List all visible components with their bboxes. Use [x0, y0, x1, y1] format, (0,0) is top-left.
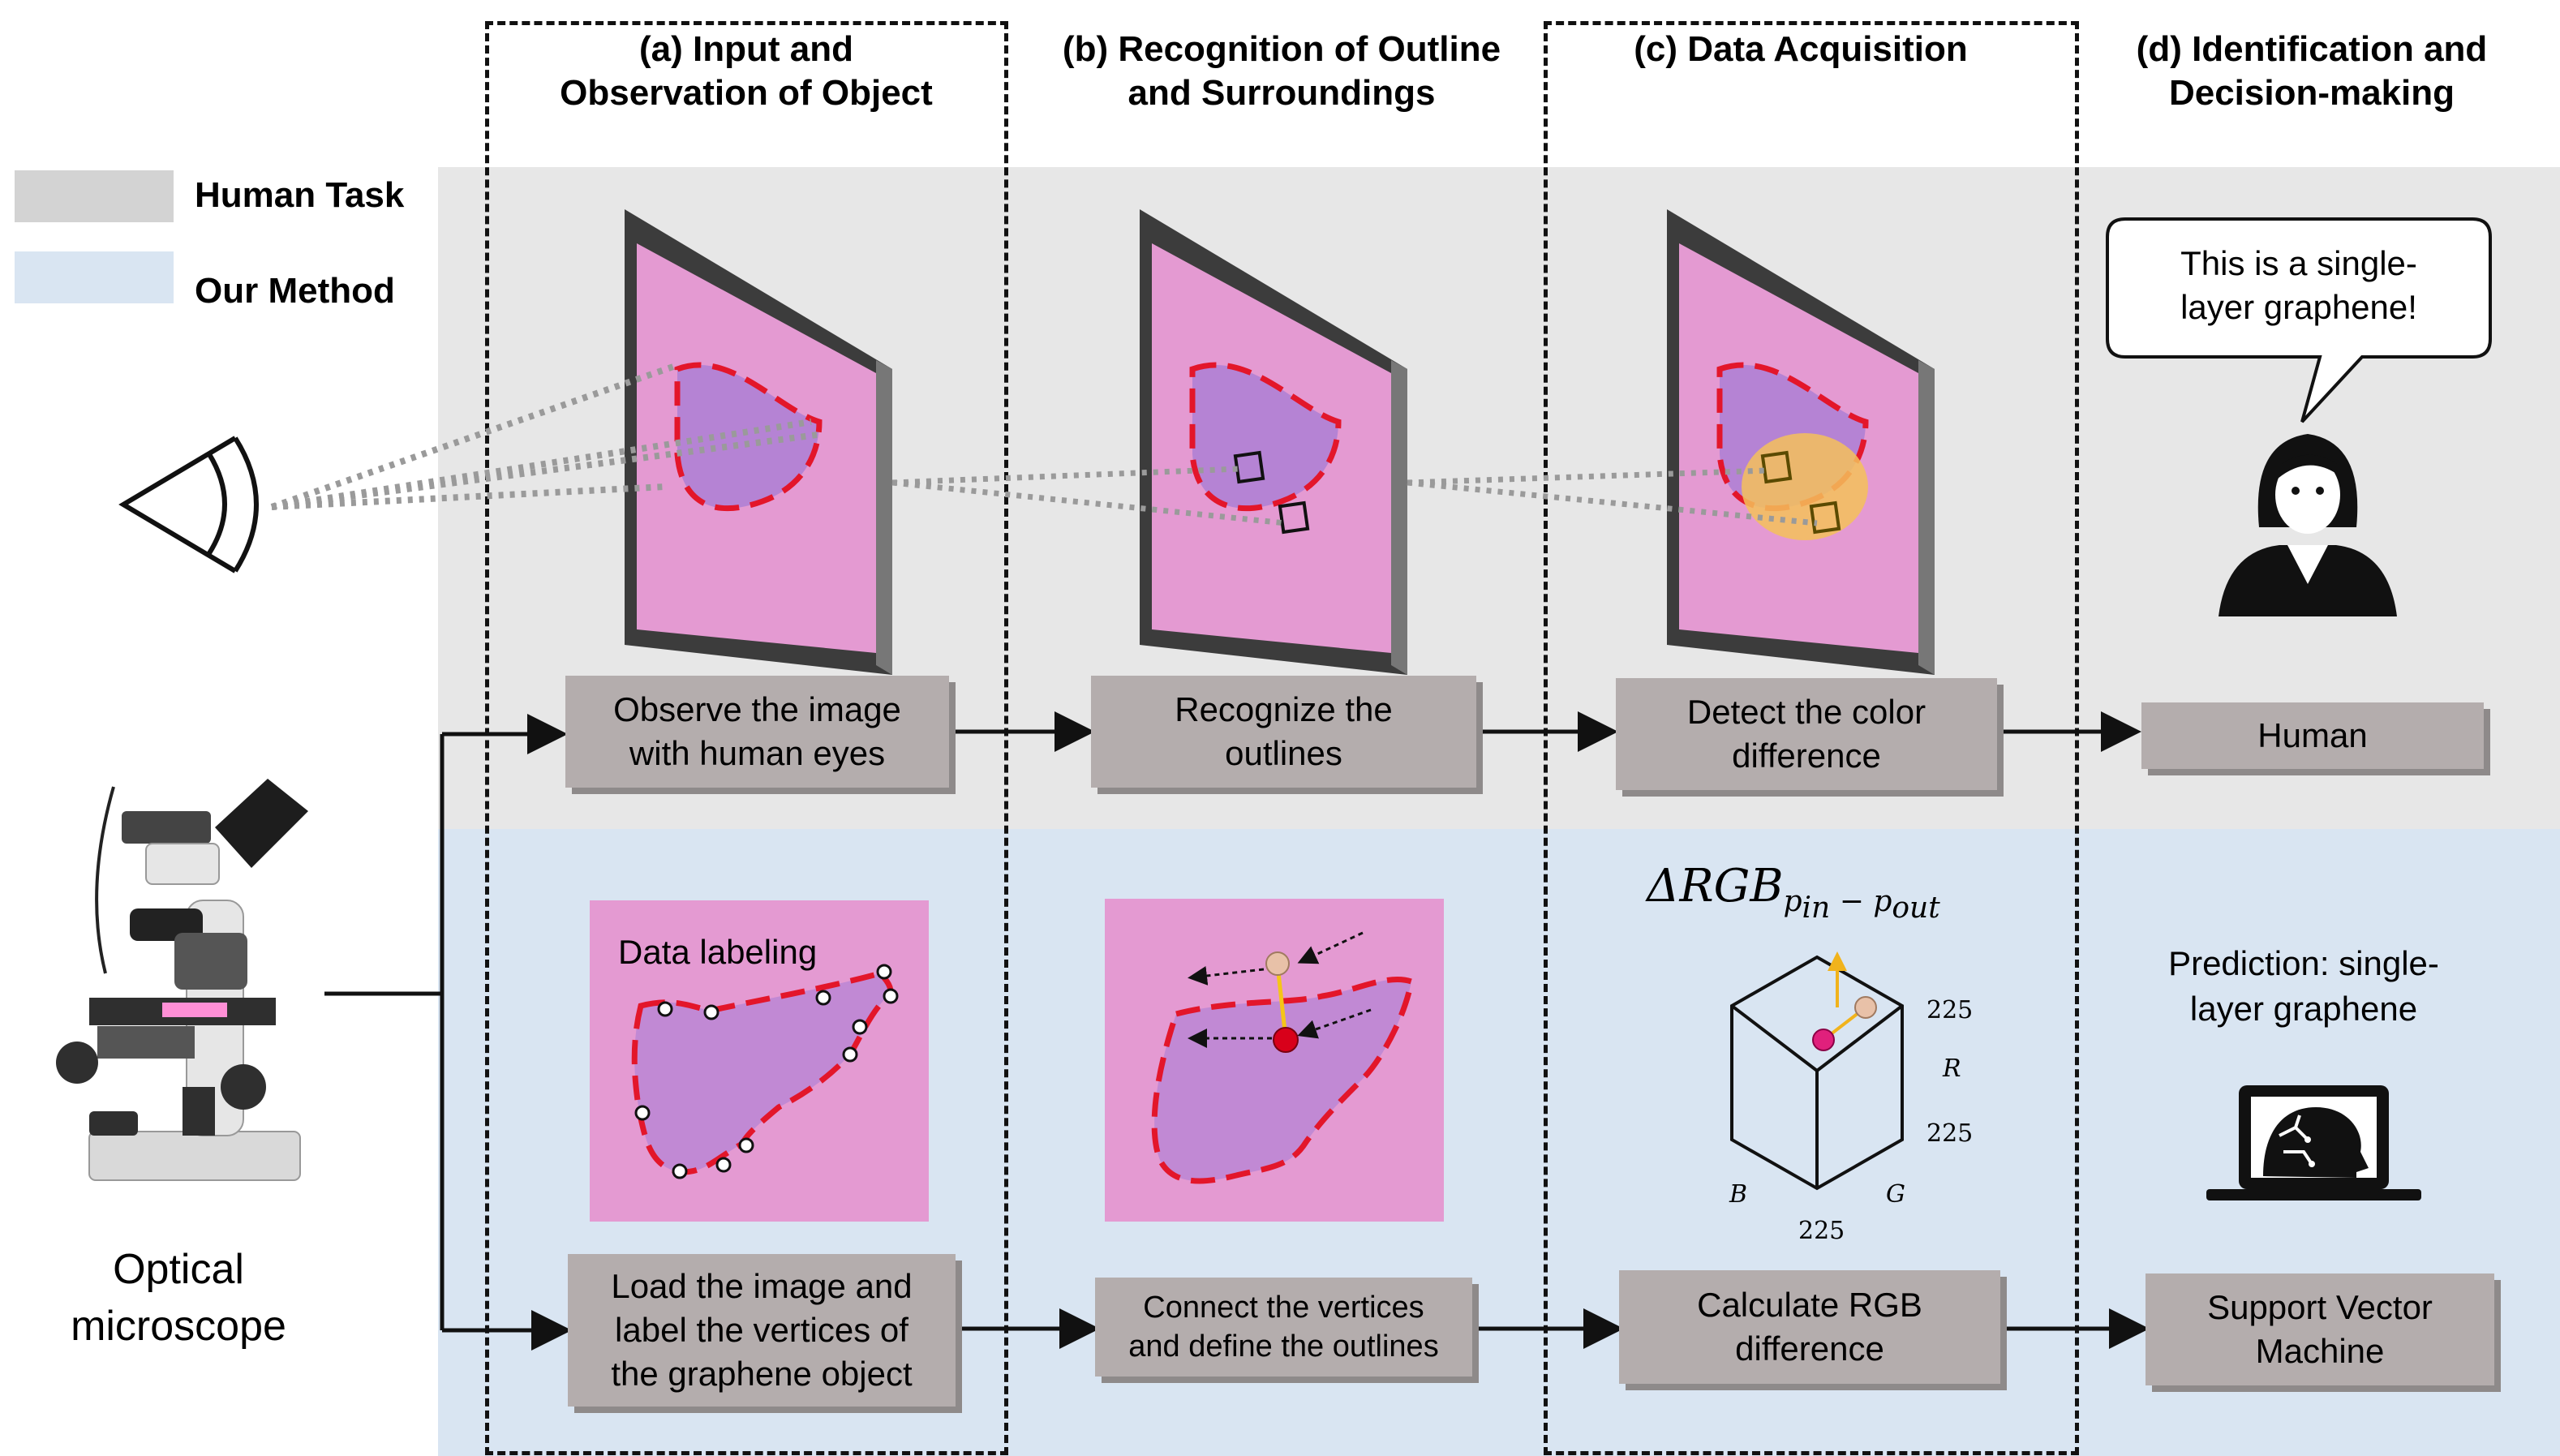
cube-label-g-top: 225 — [1926, 1119, 1974, 1148]
microscope-caption: Optical microscope — [24, 1241, 333, 1355]
cube-label-r-top: 225 — [1926, 996, 1974, 1024]
calculate-rgb-box: Calculate RGB difference — [1619, 1270, 2000, 1384]
legend-label-method: Our Method — [195, 271, 395, 311]
speech-bubble-text: This is a single- layer graphene! — [2107, 242, 2490, 329]
column-title-c: (c) Data Acquisition — [1541, 28, 2060, 71]
column-title-b-line1: (b) Recognition of Outline — [1062, 29, 1501, 69]
microscope-caption-line2: microscope — [71, 1303, 286, 1350]
screen-c — [1667, 209, 1935, 675]
delta-sub-out: out — [1892, 891, 1940, 926]
column-title-a: (a) Input and Observation of Object — [487, 28, 1006, 115]
person-icon — [2219, 434, 2397, 616]
load-image-box: Load the image and label the vertices of… — [568, 1254, 956, 1407]
column-frame-a — [485, 21, 1008, 1455]
speech-bubble — [2106, 217, 2492, 423]
human-box: Human — [2141, 702, 2484, 769]
observe-image-box: Observe the image with human eyes — [565, 676, 949, 788]
load-image-line1: Load the image and — [611, 1267, 913, 1305]
observe-image-line2: with human eyes — [629, 734, 886, 772]
connect-vertices-image — [1105, 899, 1444, 1222]
laptop-brain-icon — [2206, 1085, 2421, 1200]
delta-minus: − — [1830, 885, 1874, 919]
flow-arrows — [324, 711, 2150, 1351]
column-title-d: (d) Identification and Decision-making — [2060, 28, 2560, 115]
detect-color-box: Detect the color difference — [1616, 678, 1997, 790]
cube-label-bottom: 225 — [1798, 1217, 1845, 1245]
prediction-line2: layer graphene — [2189, 990, 2418, 1028]
legend-swatch-human — [15, 170, 174, 222]
load-image-line3: the graphene object — [611, 1355, 913, 1393]
delta-rgb-base: ΔRGB — [1647, 860, 1784, 913]
delta-sub-p-in: p — [1783, 885, 1802, 919]
delta-rgb-formula: ΔRGBpin − pout — [1647, 860, 1940, 925]
connect-vertices-line2: and define the outlines — [1128, 1329, 1439, 1364]
microscope-caption-line1: Optical — [113, 1246, 244, 1293]
load-image-line2: label the vertices of — [615, 1311, 908, 1349]
prediction-text: Prediction: single- layer graphene — [2125, 941, 2482, 1032]
delta-sub-p-out: p — [1873, 885, 1892, 919]
detect-color-line1: Detect the color — [1686, 693, 1926, 731]
column-title-b-line2: and Surroundings — [1128, 73, 1436, 113]
delta-sub-in: in — [1802, 891, 1831, 926]
sight-lines-b — [891, 466, 1286, 526]
cube-label-b-axis: B — [1729, 1180, 1748, 1209]
column-frame-c — [1544, 21, 2079, 1455]
recognize-outlines-line1: Recognize the — [1175, 690, 1393, 728]
legend-swatch-method — [15, 251, 174, 303]
prediction-line1: Prediction: single- — [2168, 944, 2439, 982]
microscope-icon — [56, 779, 308, 1181]
calculate-rgb-line2: difference — [1735, 1329, 1884, 1368]
svm-line1: Support Vector — [2207, 1288, 2433, 1326]
data-labeling-label: Data labeling — [618, 933, 818, 971]
screen-b — [1140, 209, 1407, 675]
connect-vertices-line1: Connect the vertices — [1143, 1291, 1424, 1325]
data-labeling-image — [590, 900, 929, 1222]
speech-bubble-line1: This is a single- — [2180, 244, 2417, 282]
column-title-d-line2: Decision-making — [2168, 73, 2455, 113]
recognize-outlines-box: Recognize the outlines — [1091, 676, 1476, 788]
calculate-rgb-line1: Calculate RGB — [1697, 1286, 1922, 1324]
cube-label-r-axis: R — [1943, 1054, 1961, 1083]
recognize-outlines-line2: outlines — [1225, 734, 1342, 772]
speech-bubble-line2: layer graphene! — [2180, 288, 2417, 326]
connect-vertices-box: Connect the vertices and define the outl… — [1095, 1278, 1472, 1377]
column-title-c-line1: (c) Data Acquisition — [1634, 29, 1968, 69]
cube-label-g-axis: G — [1886, 1180, 1905, 1209]
column-title-a-line2: Observation of Object — [560, 73, 933, 113]
sight-lines-c — [1407, 467, 1818, 526]
column-title-d-line1: (d) Identification and — [2136, 29, 2488, 69]
legend-label-human: Human Task — [195, 175, 405, 215]
column-title-a-line1: (a) Input and — [639, 29, 853, 69]
rgb-cube — [1730, 951, 1904, 1191]
svm-box: Support Vector Machine — [2146, 1273, 2494, 1385]
sight-lines — [270, 363, 824, 510]
human-box-label: Human — [2257, 716, 2368, 754]
eye-icon — [118, 436, 259, 573]
column-title-b: (b) Recognition of Outline and Surroundi… — [1022, 28, 1541, 115]
svm-line2: Machine — [2255, 1332, 2385, 1370]
observe-image-line1: Observe the image — [613, 690, 901, 728]
detect-color-line2: difference — [1732, 737, 1881, 775]
